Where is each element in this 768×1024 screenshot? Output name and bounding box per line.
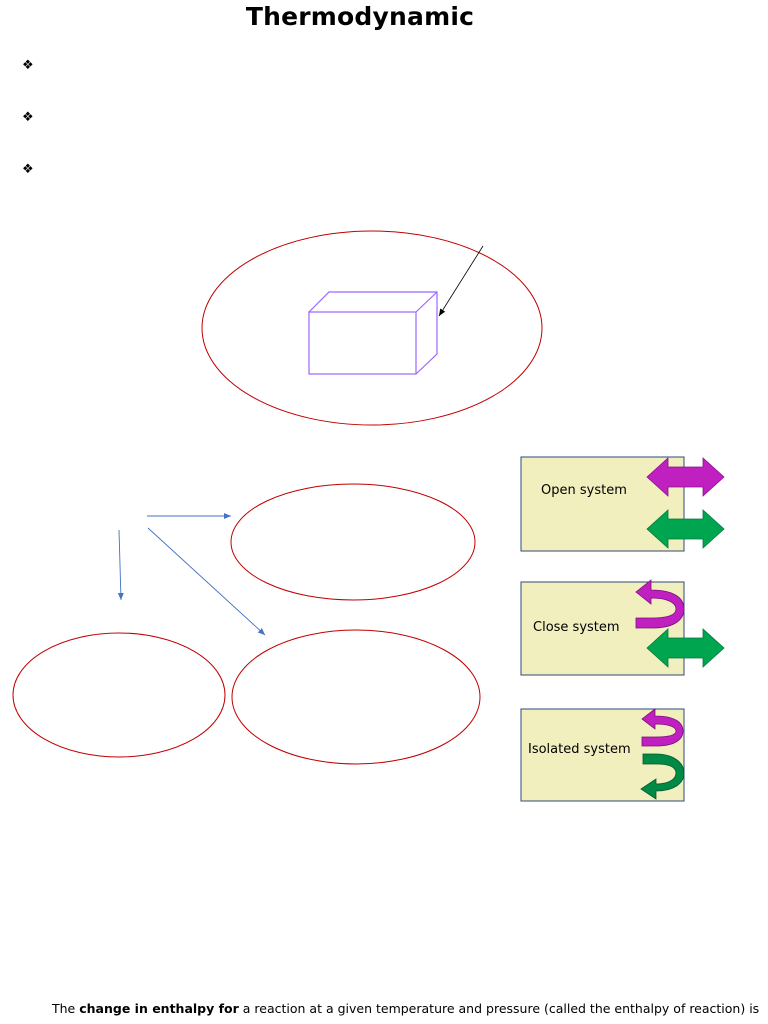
double-arrow-icon [646, 457, 725, 497]
open-system-label: Open system [541, 483, 627, 498]
category-ellipse-bottom-right [231, 629, 481, 765]
page-title: Thermodynamic [245, 2, 475, 31]
system-box [308, 291, 438, 375]
close-system-label: Close system [533, 620, 620, 635]
category-ellipse-top [230, 483, 476, 601]
u-turn-arrow-icon [635, 579, 685, 629]
diamond-bullet-icon: ❖ [22, 58, 34, 73]
boundary-pointer-arrow [438, 245, 484, 317]
footer-lead: The [52, 1001, 80, 1016]
branch-arrow-diagonal [147, 527, 266, 636]
isolated-system-label: Isolated system [528, 742, 631, 757]
double-arrow-icon [646, 628, 725, 668]
diamond-bullet-icon: ❖ [22, 162, 34, 177]
enthalpy-paragraph: The change in enthalpy for a reaction at… [52, 1001, 759, 1016]
footer-bold-phrase: change in enthalpy for [79, 1001, 239, 1016]
u-turn-arrow-icon [640, 753, 685, 800]
branch-arrow-down [117, 529, 124, 601]
surroundings-ellipse [201, 230, 543, 426]
footer-rest: a reaction at a given temperature and pr… [238, 1001, 760, 1016]
diamond-bullet-icon: ❖ [22, 110, 34, 125]
double-arrow-icon [646, 509, 725, 549]
category-ellipse-bottom-left [12, 632, 226, 758]
u-turn-arrow-icon [641, 708, 684, 747]
